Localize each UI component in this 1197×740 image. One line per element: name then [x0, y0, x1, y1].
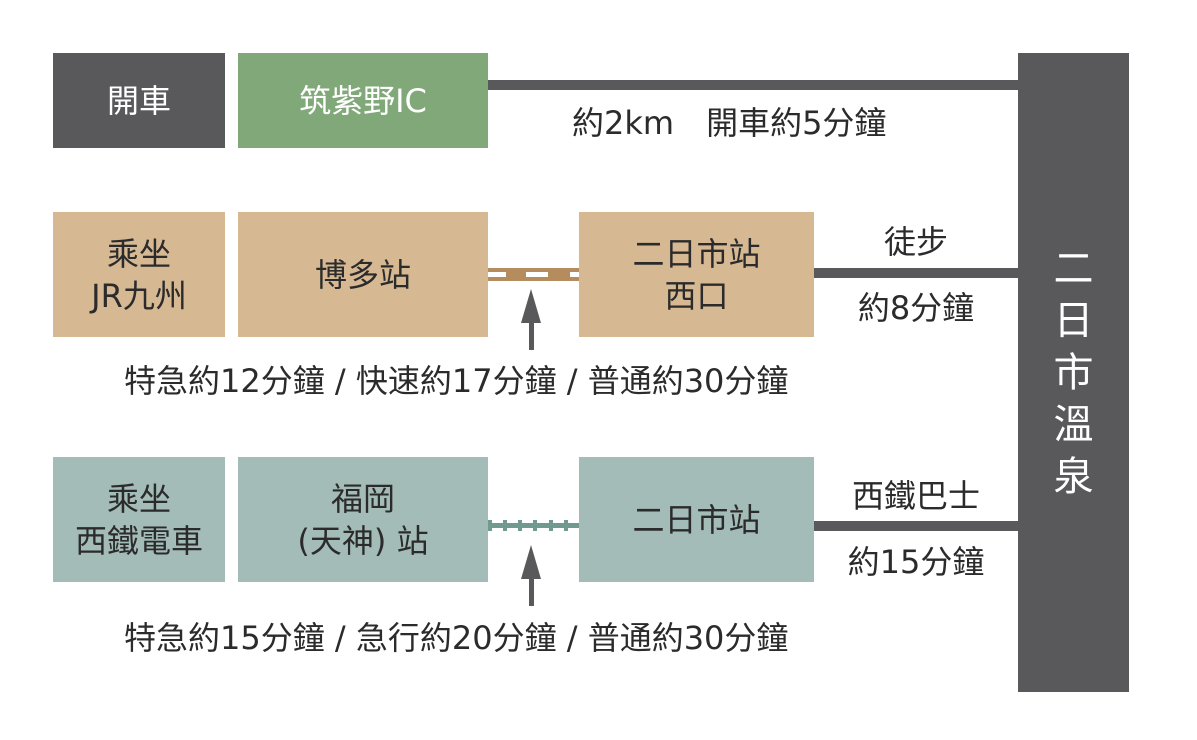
car-origin-box: 筑紫野IC — [238, 53, 488, 148]
nishitetsu-transfer-time: 約15分鐘 — [847, 543, 985, 581]
destination-futsukaichi-onsen: 二 日 市 溫 泉 — [1018, 53, 1129, 692]
nishitetsu-station-box: 二日市站 — [579, 457, 814, 582]
car-mode-label: 開車 — [106, 81, 171, 120]
jr-rail-line — [488, 268, 579, 281]
nishitetsu-transfer-mode: 西鐵巴士 — [851, 477, 980, 515]
jr-mode-box: 乘坐 JR九州 — [53, 212, 225, 337]
nishitetsu-station-label: 二日市站 — [632, 500, 761, 539]
arrow-stem — [529, 576, 534, 606]
jr-origin-box: 博多站 — [238, 212, 488, 337]
jr-mode-label: 乘坐 JR九州 — [91, 234, 187, 315]
car-origin-label: 筑紫野IC — [299, 81, 427, 120]
jr-transfer-line — [814, 268, 1018, 278]
nishitetsu-mode-box: 乘坐 西鐵電車 — [53, 457, 225, 582]
jr-transfer-mode: 徒步 — [883, 223, 948, 261]
destination-char: 溫 — [1053, 401, 1094, 448]
destination-char: 泉 — [1053, 453, 1094, 500]
jr-station-box: 二日市站 西口 — [579, 212, 814, 337]
nishitetsu-travel-times: 特急約15分鐘 / 急行約20分鐘 / 普通約30分鐘 — [124, 619, 789, 657]
destination-char: 二 — [1053, 245, 1094, 292]
nishitetsu-transfer-line — [814, 521, 1018, 531]
jr-origin-label: 博多站 — [314, 255, 411, 294]
jr-station-label: 二日市站 西口 — [632, 234, 761, 315]
nishitetsu-origin-box: 福岡 (天神) 站 — [238, 457, 488, 582]
arrow-up-icon — [521, 545, 541, 579]
jr-travel-times: 特急約12分鐘 / 快速約17分鐘 / 普通約30分鐘 — [124, 362, 789, 400]
arrow-stem — [529, 320, 534, 350]
car-mode-box: 開車 — [53, 53, 225, 148]
destination-char: 日 — [1053, 297, 1094, 344]
car-route-line — [488, 80, 1018, 90]
car-route-info: 約2km 開車約5分鐘 — [572, 104, 887, 142]
nishitetsu-rail-line — [488, 520, 579, 531]
arrow-up-icon — [521, 289, 541, 323]
jr-transfer-time: 約8分鐘 — [857, 289, 975, 327]
nishitetsu-origin-label: 福岡 (天神) 站 — [297, 479, 429, 560]
nishitetsu-mode-label: 乘坐 西鐵電車 — [74, 479, 203, 560]
destination-char: 市 — [1053, 349, 1094, 396]
